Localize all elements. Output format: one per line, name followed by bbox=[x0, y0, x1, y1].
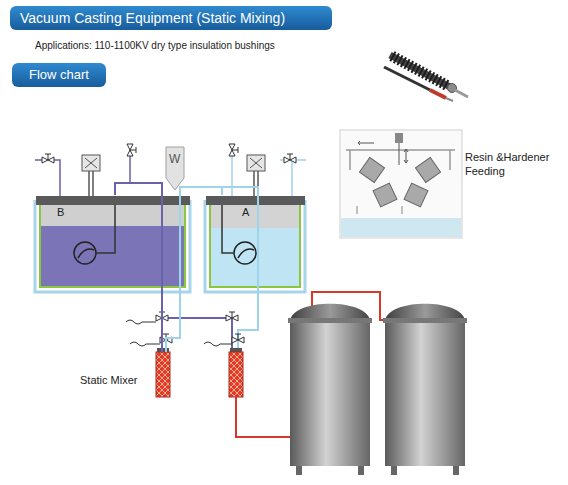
gantry bbox=[346, 150, 455, 170]
hoist bbox=[395, 133, 403, 143]
drum bbox=[359, 157, 384, 182]
mixer-tube bbox=[156, 352, 170, 397]
suction-pipe bbox=[222, 205, 234, 253]
panel-mark bbox=[357, 206, 402, 214]
hardener-tank: A bbox=[205, 195, 305, 292]
tank-lid bbox=[206, 196, 305, 205]
gauge-mark bbox=[250, 158, 262, 168]
mold-body bbox=[385, 318, 465, 466]
pump bbox=[234, 242, 256, 264]
gauge bbox=[82, 155, 100, 171]
gauge bbox=[247, 155, 265, 171]
node-text: Resin &Hardener Feeding bbox=[465, 150, 565, 178]
panel-frame bbox=[340, 130, 462, 238]
mold-1 bbox=[288, 304, 372, 475]
node-text: A bbox=[242, 206, 262, 219]
bushing-illustration bbox=[384, 55, 468, 101]
bushing-sheds bbox=[392, 56, 448, 86]
casting-pipe bbox=[236, 397, 290, 437]
pump-rotor bbox=[78, 249, 94, 258]
resin-liquid bbox=[41, 226, 184, 286]
panel-floor bbox=[341, 218, 461, 237]
pipe-connector bbox=[166, 187, 222, 352]
tank-a-drawing bbox=[205, 144, 306, 292]
drain-line bbox=[126, 320, 232, 346]
symbol-letter: W bbox=[169, 152, 180, 166]
pump bbox=[74, 242, 96, 264]
drum bbox=[373, 183, 397, 207]
feeding-panel: Resin &Hardener Feeding bbox=[340, 130, 462, 238]
resin-branch-pipe bbox=[162, 318, 232, 352]
valve bbox=[160, 334, 172, 343]
pump-rotor bbox=[238, 249, 254, 258]
static-mixer: Static Mixer bbox=[156, 352, 170, 397]
valve bbox=[284, 154, 296, 163]
feeding-drawing bbox=[340, 130, 462, 238]
node-text: Flow chart bbox=[12, 63, 106, 87]
tank-jacket bbox=[205, 200, 305, 292]
section-tab: Flow chart bbox=[12, 63, 106, 87]
tank-jacket bbox=[35, 200, 190, 292]
mold-leg bbox=[391, 466, 397, 475]
valve bbox=[42, 154, 54, 163]
mold-leg bbox=[358, 466, 364, 475]
title-banner: Vacuum Casting Equipment (Static Mixing) bbox=[10, 6, 332, 30]
travel-arrow bbox=[358, 141, 374, 145]
hardener-liquid bbox=[211, 228, 299, 286]
tank-lid bbox=[36, 196, 190, 205]
bushing-red-part bbox=[430, 90, 446, 98]
node-text: B bbox=[57, 206, 77, 219]
gauge-stem bbox=[89, 171, 93, 196]
mixer-cap bbox=[230, 348, 242, 352]
mixer-tube bbox=[229, 352, 243, 397]
bushing-tip bbox=[446, 98, 453, 101]
head-space bbox=[41, 205, 184, 226]
mold-leg bbox=[453, 466, 459, 475]
bushing-tail bbox=[455, 90, 468, 97]
valve bbox=[127, 144, 136, 156]
w-symbol bbox=[166, 147, 184, 190]
valve bbox=[226, 312, 238, 321]
tank-heater bbox=[210, 205, 300, 287]
bushing-rod bbox=[384, 67, 430, 90]
vacuum-line bbox=[280, 160, 306, 196]
gauge-mark bbox=[85, 158, 97, 168]
title-text: Vacuum Casting Equipment (Static Mixing) bbox=[20, 6, 330, 30]
valve bbox=[232, 334, 244, 343]
vacuum-line bbox=[35, 160, 60, 196]
mold-rim bbox=[288, 318, 372, 323]
valve bbox=[229, 144, 238, 156]
application-note: Applications: 110-1100KV dry type insula… bbox=[35, 40, 275, 51]
drum bbox=[404, 183, 428, 207]
pipe-connector bbox=[115, 183, 162, 352]
valve bbox=[156, 312, 168, 321]
head-space bbox=[211, 205, 299, 228]
mixer-cap bbox=[157, 348, 169, 352]
mold-2 bbox=[383, 304, 467, 475]
mold-rim bbox=[383, 318, 467, 323]
mold-leg bbox=[296, 466, 302, 475]
bushing-body bbox=[390, 55, 452, 88]
node-text: Static Mixer bbox=[80, 374, 154, 387]
hoist-cable bbox=[399, 143, 408, 165]
tank-heater bbox=[40, 205, 185, 287]
tank-b-drawing bbox=[35, 144, 190, 292]
mold-body bbox=[290, 318, 370, 466]
resin-tank: B bbox=[35, 195, 190, 292]
suction-pipe bbox=[96, 205, 115, 253]
drum bbox=[415, 157, 440, 182]
hardener-branch-pipe bbox=[222, 187, 258, 352]
